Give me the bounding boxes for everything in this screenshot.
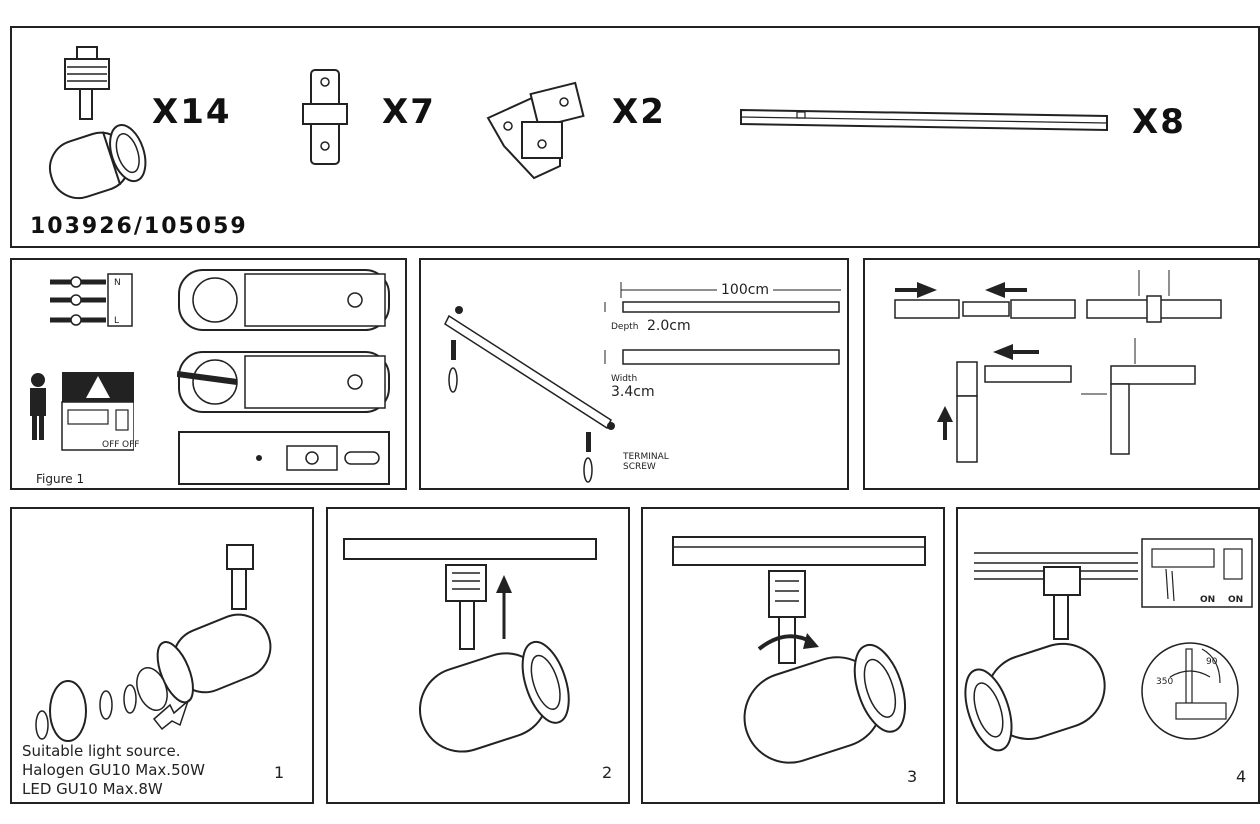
step-number-2: 2 — [602, 763, 613, 782]
terminal-label-n: N — [114, 278, 121, 288]
straight-connector-icon — [302, 69, 348, 165]
lamp-insertion-diagram — [35, 544, 272, 742]
breaker-off-label-1: OFF — [102, 440, 120, 450]
connector-quantity: X7 — [382, 92, 436, 132]
terminal-label-l: L — [114, 316, 120, 326]
step-number-3: 3 — [907, 767, 918, 786]
wire-terminal-diagram — [50, 273, 133, 327]
parts-list-panel: X14 X7 X2 X8 103926/105059 — [10, 26, 1260, 248]
connector-assembly-diagram — [894, 270, 1222, 463]
step-3-panel: 3 — [641, 507, 945, 804]
light-source-line-1: Suitable light source. — [22, 742, 181, 760]
depth-value: 2.0cm — [647, 318, 691, 334]
model-number: 103926/105059 — [30, 214, 248, 239]
spotlight-icon — [48, 46, 147, 200]
spotlight-quantity: X14 — [152, 92, 232, 132]
depth-label: Depth — [611, 322, 639, 332]
step-number-4: 4 — [1236, 767, 1247, 786]
track-attach-diagram — [343, 538, 597, 753]
step-4-panel: ON ON 350 90 4 — [956, 507, 1260, 804]
breaker-on-label-2: ON — [1228, 595, 1244, 605]
power-on-diagram — [964, 538, 1253, 752]
track-quantity: X8 — [1132, 102, 1186, 142]
rotation-90-label: 90 — [1206, 657, 1218, 667]
step-1-panel: Suitable light source. Halogen GU10 Max.… — [10, 507, 314, 804]
track-dimensions-panel: TERMINAL SCREW 100cm Depth 2.0cm Width 3… — [419, 258, 849, 490]
wiring-panel: N L OFF OFF Figure 1 — [10, 258, 407, 490]
terminal-screw-label: TERMINAL SCREW — [623, 452, 669, 472]
light-source-line-2: Halogen GU10 Max.50W — [22, 761, 205, 779]
breaker-off-label-2: OFF — [122, 440, 140, 450]
corner-quantity: X2 — [612, 92, 666, 132]
width-value: 3.4cm — [611, 384, 655, 400]
track-end-detail-views — [177, 269, 390, 485]
breaker-on-label-1: ON — [1200, 595, 1216, 605]
electrician-warning-icon — [30, 372, 134, 451]
width-label: Width — [611, 374, 638, 384]
connector-assembly-panel — [863, 258, 1260, 490]
step-number-1: 1 — [274, 763, 285, 782]
track-mounting-diagram — [444, 306, 615, 483]
rotation-350-label: 350 — [1156, 677, 1174, 687]
corner-connector-icon — [486, 81, 585, 180]
figure-label: Figure 1 — [36, 472, 85, 486]
step-2-panel: 2 — [326, 507, 630, 804]
track-length-label: 100cm — [717, 282, 774, 298]
light-source-line-3: LED GU10 Max.8W — [22, 780, 163, 798]
rotate-lock-diagram — [672, 536, 926, 764]
track-rail-icon — [740, 108, 1108, 132]
track-length-diagram — [604, 282, 841, 365]
